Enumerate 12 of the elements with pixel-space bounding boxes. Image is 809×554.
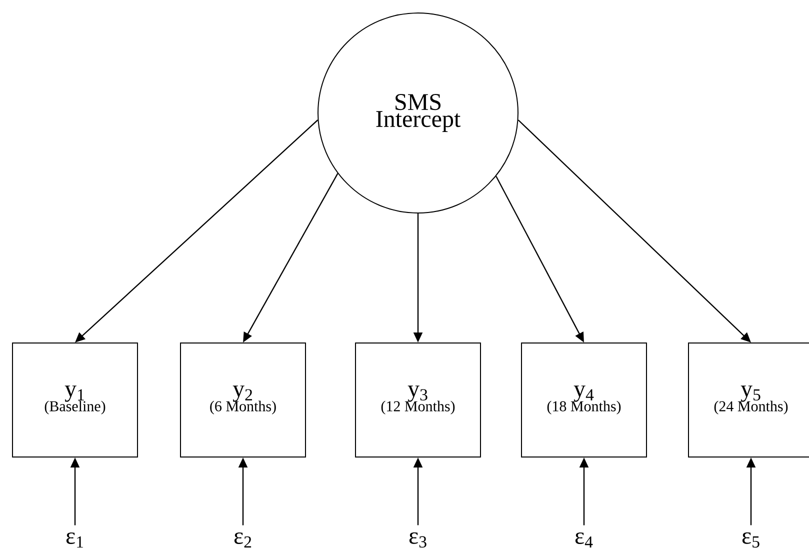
arrow — [518, 120, 751, 342]
error-term: ε$_{4}$ — [575, 532, 593, 548]
variable-box: y$_{3}$ (12 Months) — [355, 342, 481, 458]
arrow — [75, 120, 318, 342]
error-term: ε$_{5}$ — [742, 532, 760, 548]
error-term: ε$_{3}$ — [409, 532, 426, 548]
variable-box: y$_{4}$ (18 Months) — [521, 342, 647, 458]
variable-box: y$_{1}$ (Baseline) — [12, 342, 138, 458]
variable-box: y$_{5}$ (24 Months) — [688, 342, 809, 458]
variable-box: y$_{2}$ (6 Months) — [180, 342, 306, 458]
error-term: ε$_{2}$ — [234, 532, 252, 548]
error-term: ε$_{1}$ — [66, 532, 83, 548]
